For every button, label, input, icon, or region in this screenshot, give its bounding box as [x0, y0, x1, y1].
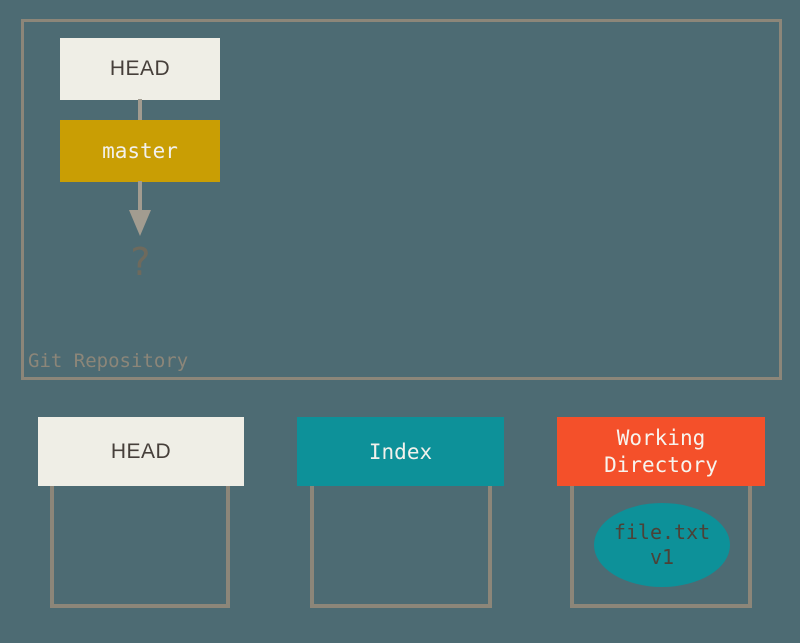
- working-directory-area-column: [570, 480, 752, 608]
- edge-master-to-unknown: [138, 181, 142, 214]
- head-area-column: [50, 480, 230, 608]
- index-area-header: Index: [297, 417, 504, 486]
- git-repository-container: [21, 19, 782, 380]
- index-area-title: Index: [368, 439, 433, 464]
- working-directory-area-header: Working Directory: [557, 417, 765, 486]
- git-repository-label: Git Repository: [28, 350, 189, 372]
- working-directory-file-label: file.txt v1: [613, 520, 711, 569]
- head-area-title: HEAD: [110, 439, 172, 463]
- arrowhead-icon: [129, 210, 151, 236]
- working-directory-file-blob: file.txt v1: [594, 503, 730, 587]
- head-area-header: HEAD: [38, 417, 244, 486]
- edge-head-to-master: [138, 99, 142, 121]
- repo-head-node: HEAD: [60, 38, 220, 100]
- repo-head-label: HEAD: [109, 57, 171, 80]
- repo-master-node: master: [60, 120, 220, 182]
- unknown-commit-glyph: ?: [128, 240, 152, 284]
- working-directory-area-title: Working Directory: [604, 425, 718, 477]
- index-area-column: [310, 480, 492, 608]
- repo-master-label: master: [102, 139, 178, 163]
